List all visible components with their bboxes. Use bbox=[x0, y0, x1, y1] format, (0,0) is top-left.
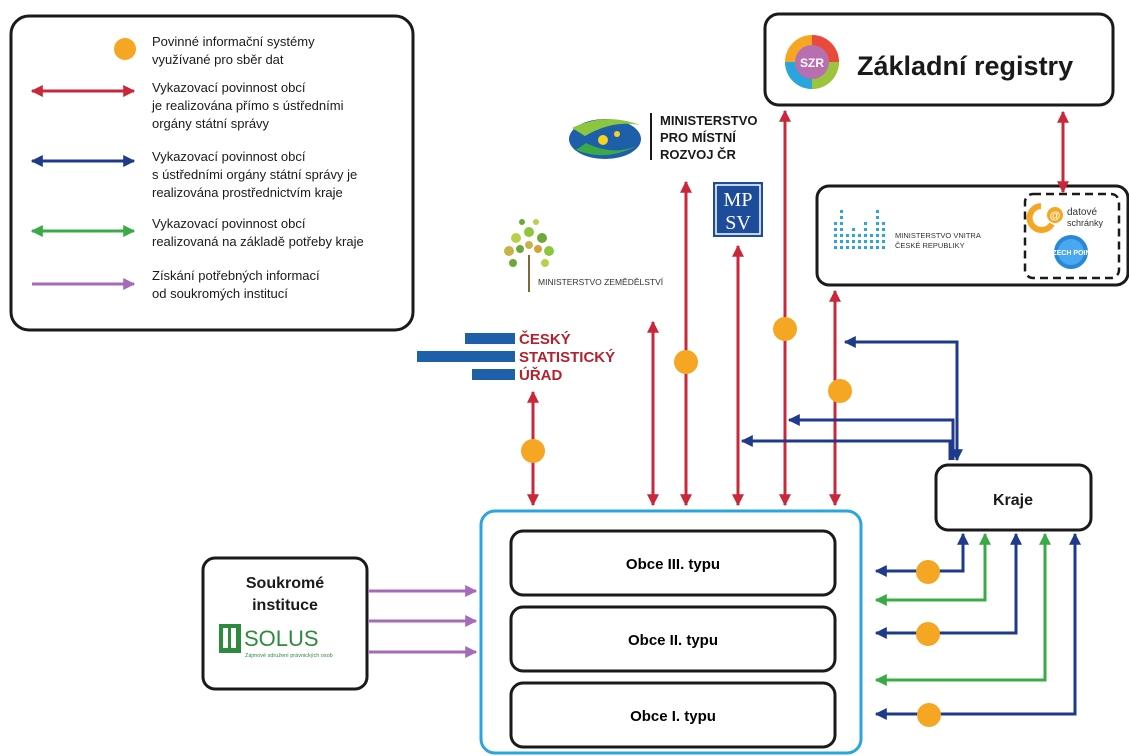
mmr-line1: MINISTERSTVO bbox=[660, 113, 758, 128]
legend-item-3-line3: realizována prostřednictvím kraje bbox=[152, 185, 343, 200]
legend-item-1-line1: Povinné informační systémy bbox=[152, 34, 315, 49]
obce-iii-box: Obce III. typu bbox=[509, 529, 837, 597]
info-system-dot-mmr bbox=[674, 350, 698, 374]
solus-logo: SOLUS Zájmové sdružení právnických osob bbox=[219, 624, 333, 659]
legend-item-5-line2: od soukromých institucí bbox=[152, 286, 288, 301]
mv-line2: ČESKÉ REPUBLIKY bbox=[895, 241, 965, 250]
legend-item-2-line1: Vykazovací povinnost obcí bbox=[152, 80, 306, 95]
csu-bars-icon bbox=[417, 333, 515, 380]
soukrome-line1: Soukromé bbox=[246, 575, 324, 592]
orange-dot-icon bbox=[114, 38, 136, 60]
mv-bars-icon bbox=[834, 210, 885, 249]
obce-ii-box: Obce II. typu bbox=[509, 605, 837, 673]
mpsv-top: MP bbox=[724, 189, 753, 211]
obce-ii-label: Obce II. typu bbox=[628, 632, 718, 649]
mv-box: MINISTERSTVO VNITRA ČESKÉ REPUBLIKY @ da… bbox=[815, 184, 1129, 287]
legend-item-5-line1: Získání potřebných informací bbox=[152, 268, 320, 283]
info-system-dot-obce-iii bbox=[916, 560, 940, 584]
mze-logo: MINISTERSTVO ZEMĚDĚLSTVÍ bbox=[504, 219, 664, 292]
mmr-line2: PRO MÍSTNÍ bbox=[660, 130, 736, 145]
green-arrow-obce-ii bbox=[874, 532, 1051, 686]
solus-subtitle: Zájmové sdružení právnických osob bbox=[245, 653, 333, 659]
mv-line1: MINISTERSTVO VNITRA bbox=[895, 231, 981, 240]
blue-arrow-obce-i bbox=[874, 532, 1081, 720]
obce-i-label: Obce I. typu bbox=[630, 708, 716, 725]
datove-line1: datové bbox=[1067, 207, 1097, 218]
blue-arrow-kraje-mpsv bbox=[740, 435, 952, 460]
soukrome-instituce-box: Soukromé instituce SOLUS Zájmové sdružen… bbox=[201, 556, 369, 691]
at-icon bbox=[1047, 207, 1063, 223]
mpsv-logo: MP SV bbox=[713, 182, 763, 237]
legend-item-4-line2: realizovaná na základě potřeby kraje bbox=[152, 234, 364, 249]
registry-title: Základní registry bbox=[857, 51, 1073, 81]
solus-name: SOLUS bbox=[244, 626, 319, 651]
kraje-label: Kraje bbox=[993, 492, 1033, 509]
legend-item-2-line3: orgány státní správy bbox=[152, 116, 270, 131]
kraje-box: Kraje bbox=[934, 463, 1093, 532]
mze-tree-icon bbox=[504, 219, 554, 292]
legend-item-4-line1: Vykazovací povinnost obcí bbox=[152, 216, 306, 231]
mmr-emblem-icon bbox=[569, 119, 641, 159]
obce-container: Obce III. typu Obce II. typu Obce I. typ… bbox=[479, 509, 863, 755]
zakladni-registry-box: SZR Základní registry bbox=[763, 12, 1115, 107]
datove-line2: schránky bbox=[1067, 218, 1104, 228]
svg-text:@: @ bbox=[1050, 210, 1061, 222]
obce-i-box: Obce I. typu bbox=[509, 681, 837, 749]
legend-item-2-line2: je realizována přímo s ústředními bbox=[151, 98, 344, 113]
info-system-dot-obce-ii bbox=[916, 622, 940, 646]
mpsv-bottom: SV bbox=[725, 212, 751, 234]
czechpoint-label: CZECH POINT bbox=[1047, 250, 1095, 257]
blue-arrow-obce-ii bbox=[874, 532, 1022, 639]
mze-label: MINISTERSTVO ZEMĚDĚLSTVÍ bbox=[538, 277, 664, 287]
legend-item-1-line2: využívané pro sběr dat bbox=[152, 52, 284, 67]
legend: Povinné informační systémy využívané pro… bbox=[9, 14, 415, 332]
czech-point-logo: CZECH POINT bbox=[1047, 235, 1095, 269]
blue-arrow-kraje-mv bbox=[843, 336, 963, 462]
legend-item-3-line2: s ústředními orgány státní správy je bbox=[152, 167, 357, 182]
info-system-dot-obce-i bbox=[917, 703, 941, 727]
mmr-line3: ROZVOJ ČR bbox=[660, 147, 736, 162]
mmr-logo: MINISTERSTVO PRO MÍSTNÍ ROZVOJ ČR bbox=[569, 113, 758, 162]
csu-line2: STATISTICKÝ bbox=[519, 348, 615, 366]
obce-iii-label: Obce III. typu bbox=[626, 556, 720, 573]
csu-logo: ČESKÝ STATISTICKÝ ÚŘAD bbox=[417, 330, 615, 384]
szr-logo-icon: SZR bbox=[785, 35, 839, 89]
csu-line1: ČESKÝ bbox=[519, 330, 571, 348]
info-system-dot-csu bbox=[521, 439, 545, 463]
blue-arrow-kraje-registry bbox=[787, 414, 955, 460]
info-system-dot-mv bbox=[828, 379, 852, 403]
legend-item-3-line1: Vykazovací povinnost obcí bbox=[152, 149, 306, 164]
info-system-dot-registry bbox=[773, 317, 797, 341]
csu-line3: ÚŘAD bbox=[519, 366, 562, 384]
szr-badge: SZR bbox=[800, 56, 824, 70]
datove-schranky-logo: @ datové schránky bbox=[1026, 203, 1104, 233]
solus-emblem-icon bbox=[219, 624, 241, 653]
soukrome-line2: instituce bbox=[252, 597, 318, 614]
